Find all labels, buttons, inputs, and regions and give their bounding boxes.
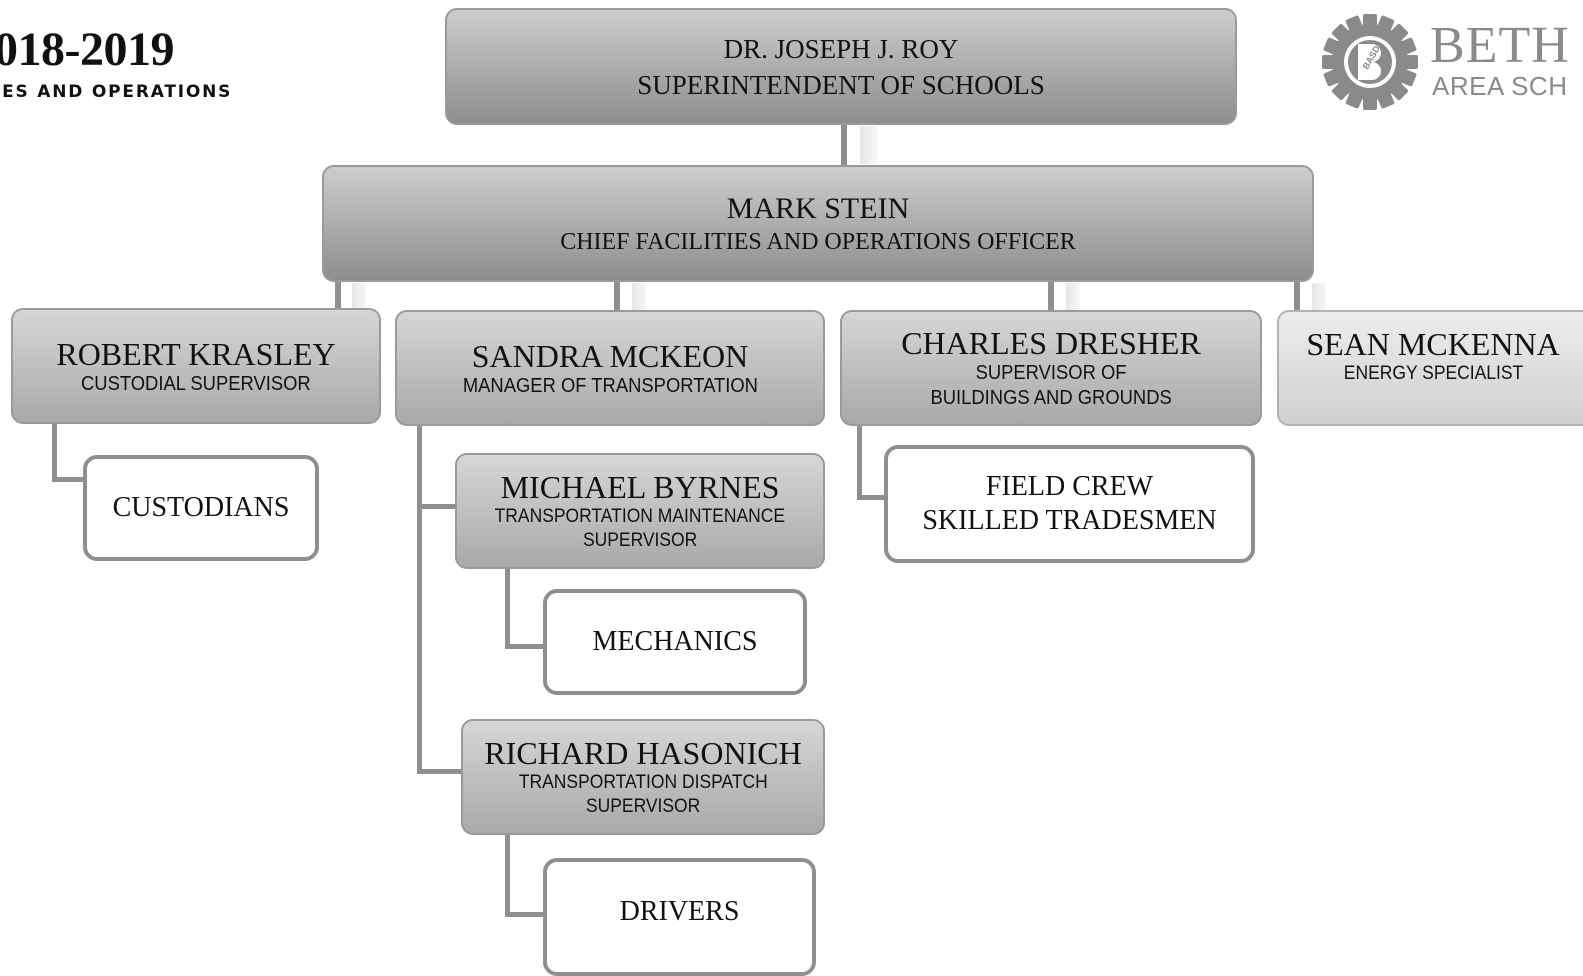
connector-shadow xyxy=(860,126,878,164)
gear-logo-icon: BASD xyxy=(1322,14,1418,110)
connector-krasley-custodians-h xyxy=(52,477,86,482)
hasonich-title-line1: TRANSPORTATION DISPATCH xyxy=(518,772,768,793)
hasonich-title-line2: SUPERVISOR xyxy=(585,796,701,817)
connector-mckeon-hasonich xyxy=(417,769,463,774)
drivers-label: DRIVERS xyxy=(619,896,740,927)
mckenna-box: SEAN MCKENNA ENERGY SPECIALIST xyxy=(1277,310,1583,426)
logo-text-line2: AREA SCH xyxy=(1432,71,1568,101)
byrnes-box: MICHAEL BYRNES TRANSPORTATION MAINTENANC… xyxy=(455,453,825,569)
district-logo: BASD BETH AREA SCH xyxy=(1318,10,1583,114)
chart-department: IES AND OPERATIONS xyxy=(0,82,233,102)
chief-officer-box: MARK STEIN CHIEF FACILITIES AND OPERATIO… xyxy=(322,165,1314,282)
mckenna-name: SEAN MCKENNA xyxy=(1306,326,1560,362)
hasonich-name: RICHARD HASONICH xyxy=(484,735,802,771)
field-crew-group-box: FIELD CREW SKILLED TRADESMEN xyxy=(884,445,1255,563)
connector-chief-mckeon xyxy=(614,281,620,311)
connector-shadow xyxy=(1066,283,1080,310)
connector-mckeon-spine xyxy=(417,426,422,774)
connector-chief-dresher xyxy=(1048,281,1054,311)
hasonich-box: RICHARD HASONICH TRANSPORTATION DISPATCH… xyxy=(461,719,825,835)
connector-shadow xyxy=(352,283,366,308)
connector-hasonich-drivers xyxy=(505,835,510,917)
krasley-title: CUSTODIAL SUPERVISOR xyxy=(81,372,311,395)
krasley-name: ROBERT KRASLEY xyxy=(56,335,336,372)
chief-officer-title: CHIEF FACILITIES AND OPERATIONS OFFICER xyxy=(560,228,1076,255)
connector-byrnes-mechanics xyxy=(505,569,510,649)
custodians-group-box: CUSTODIANS xyxy=(83,455,319,561)
byrnes-title-line2: SUPERVISOR xyxy=(582,530,698,551)
mechanics-label: MECHANICS xyxy=(592,626,758,657)
mckeon-title: MANAGER OF TRANSPORTATION xyxy=(462,374,758,397)
connector-chief-mckenna xyxy=(1294,281,1300,311)
superintendent-title: SUPERINTENDENT OF SCHOOLS xyxy=(637,69,1045,100)
superintendent-name: DR. JOSEPH J. ROY xyxy=(723,33,959,64)
dresher-box: CHARLES DRESHER SUPERVISOR OF BUILDINGS … xyxy=(840,310,1262,426)
connector-superintendent-chief xyxy=(841,124,847,166)
connector-shadow xyxy=(632,283,646,310)
mechanics-group-box: MECHANICS xyxy=(543,589,807,695)
field-crew-label-line2: SKILLED TRADESMEN xyxy=(922,505,1217,536)
connector-dresher-fieldcrew-h xyxy=(857,495,887,500)
superintendent-box: DR. JOSEPH J. ROY SUPERINTENDENT OF SCHO… xyxy=(445,8,1237,125)
dresher-title-line1: SUPERVISOR OF xyxy=(975,362,1127,384)
mckenna-title: ENERGY SPECIALIST xyxy=(1343,363,1523,384)
mckeon-box: SANDRA MCKEON MANAGER OF TRANSPORTATION xyxy=(395,310,825,426)
connector-shadow xyxy=(1312,283,1326,310)
connector-chief-krasley xyxy=(335,281,341,309)
connector-mckeon-byrnes xyxy=(417,504,457,509)
connector-byrnes-mechanics-h xyxy=(505,644,545,649)
chart-year: 018-2019 xyxy=(0,23,174,76)
field-crew-label-line1: FIELD CREW xyxy=(985,471,1154,502)
drivers-group-box: DRIVERS xyxy=(543,858,816,976)
custodians-label: CUSTODIANS xyxy=(112,492,290,523)
byrnes-name: MICHAEL BYRNES xyxy=(500,469,780,505)
connector-hasonich-drivers-h xyxy=(505,912,545,917)
connector-dresher-fieldcrew xyxy=(857,424,862,500)
logo-text-line1: BETH xyxy=(1430,17,1570,74)
byrnes-title-line1: TRANSPORTATION MAINTENANCE xyxy=(494,506,786,527)
krasley-box: ROBERT KRASLEY CUSTODIAL SUPERVISOR xyxy=(11,308,381,424)
dresher-name: CHARLES DRESHER xyxy=(901,325,1201,361)
mckeon-name: SANDRA MCKEON xyxy=(471,337,749,374)
dresher-title-line2: BUILDINGS AND GROUNDS xyxy=(930,387,1172,409)
connector-krasley-custodians xyxy=(52,424,57,482)
chief-officer-name: MARK STEIN xyxy=(726,191,910,225)
